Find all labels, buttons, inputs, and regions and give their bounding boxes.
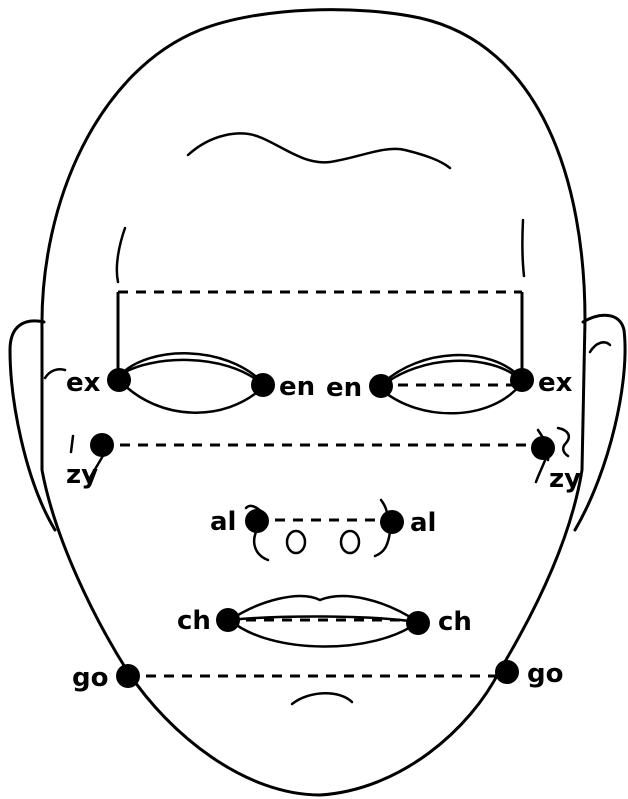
landmark-en-left — [369, 374, 393, 398]
landmark-go-left — [495, 660, 519, 684]
landmark-go-right — [116, 664, 140, 688]
label-zy-right: zy — [66, 460, 98, 490]
left-ear-detail — [590, 342, 610, 352]
landmark-ch-right — [216, 608, 240, 632]
label-en-right: en — [279, 372, 315, 402]
label-go-left: go — [527, 659, 563, 689]
forehead-line — [188, 133, 450, 168]
right-ear-detail — [45, 369, 65, 378]
landmark-ex-right — [107, 368, 131, 392]
label-al-right: al — [210, 507, 236, 537]
landmark-en-right — [251, 373, 275, 397]
label-al-left: al — [410, 508, 436, 538]
label-ch-left: ch — [438, 607, 472, 637]
chin-line — [292, 693, 352, 704]
left-temple-line — [522, 220, 524, 276]
landmark-ex-left — [510, 368, 534, 392]
landmark-al-right — [245, 509, 269, 533]
landmark-ch-left — [406, 611, 430, 635]
left-cheek-mark-c — [536, 458, 546, 482]
landmark-al-left — [380, 510, 404, 534]
right-cheek-mark-upper — [71, 436, 73, 452]
label-ex-left: ex — [538, 368, 573, 398]
label-en-left: en — [326, 373, 362, 403]
landmark-zy-left — [531, 436, 555, 460]
landmark-zy-right — [90, 433, 114, 457]
left-cheek-mark-b — [558, 428, 569, 456]
label-zy-left: zy — [549, 464, 581, 494]
right-eye — [120, 353, 262, 412]
nose — [246, 500, 390, 560]
eye-width-bracket — [118, 292, 522, 378]
label-go-right: go — [72, 663, 108, 693]
label-ex-right: ex — [66, 368, 101, 398]
right-temple-line — [117, 228, 125, 282]
label-ch-right: ch — [177, 606, 211, 636]
